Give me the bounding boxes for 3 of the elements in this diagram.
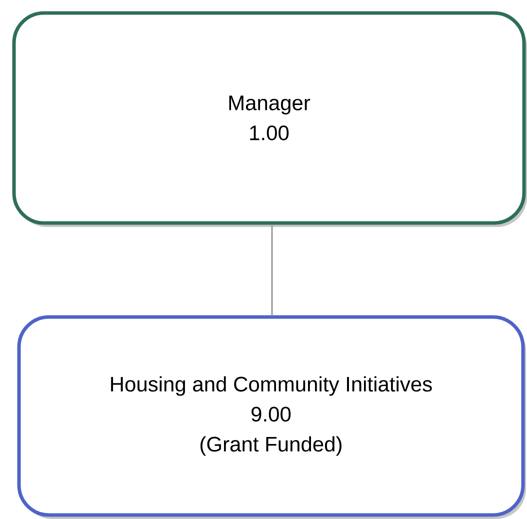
- connector-line: [271, 224, 273, 316]
- org-box: Manager 1.00: [12, 11, 527, 227]
- org-box: Housing and Community Initiatives 9.00 (Grant Funded): [17, 315, 526, 519]
